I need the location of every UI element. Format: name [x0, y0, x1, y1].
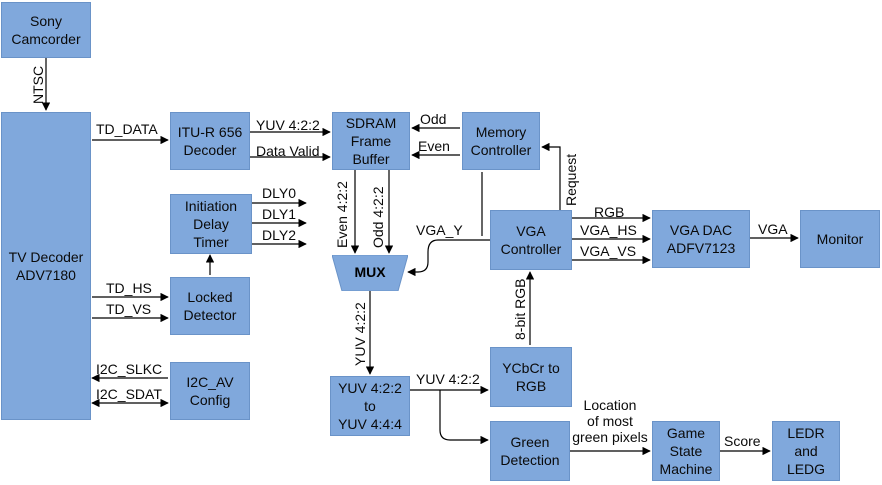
vga-controller-block: VGA Controller [490, 210, 572, 270]
td-data-label: TD_DATA [96, 121, 158, 137]
sony-camcorder-block: Sony Camcorder [1, 2, 91, 58]
mux-block [332, 255, 408, 291]
yuv422-top-label: YUV 4:2:2 [256, 117, 320, 133]
wire-request [541, 142, 561, 210]
ntsc-label: NTSC [30, 65, 46, 104]
yuv422-vertical-label: YUV 4:2:2 [352, 302, 368, 366]
request-label: Request [563, 153, 579, 206]
yuv-converter-block: YUV 4:2:2 to YUV 4:4:4 [330, 376, 410, 436]
vga-label: VGA [758, 221, 788, 237]
itu-decoder-block: ITU-R 656 Decoder [170, 112, 250, 170]
8bit-rgb-label: 8-bit RGB [512, 278, 528, 340]
locked-detector-block: Locked Detector [170, 277, 250, 335]
dly1-label: DLY1 [262, 206, 296, 222]
ledr-ledg-block: LEDR and LEDG [772, 421, 840, 481]
even-label: Even [418, 138, 450, 154]
tv-decoder-block: TV Decoder ADV7180 [1, 112, 91, 420]
vga-vs-label: VGA_VS [580, 243, 637, 259]
even422-label: Even 4:2:2 [334, 181, 350, 248]
monitor-block: Monitor [800, 210, 880, 268]
td-vs-label: TD_VS [106, 301, 152, 317]
green-detection-block: Green Detection [490, 421, 570, 481]
vga-dac-block: VGA DAC ADFV7123 [652, 210, 750, 268]
memory-controller-block: Memory Controller [462, 112, 540, 170]
game-state-machine-block: Game State Machine [652, 421, 720, 481]
location-label: Location of most green pixels [572, 397, 648, 445]
odd422-label: Odd 4:2:2 [370, 186, 386, 249]
initiation-delay-timer-block: Initiation Delay Timer [170, 194, 252, 254]
td-hs-label: TD_HS [106, 280, 152, 296]
odd-label: Odd [420, 111, 447, 127]
data-valid-label: Data Valid [256, 143, 320, 159]
mux-label: MUX [354, 264, 386, 280]
ycbcr-to-rgb-block: YCbCr to RGB [490, 347, 572, 407]
i2c-sdat-label: I2C_SDAT [96, 386, 162, 402]
dly2-label: DLY2 [262, 227, 296, 243]
i2c-slkc-label: I2C_SLKC [96, 361, 163, 377]
score-label: Score [724, 433, 761, 449]
wire-vga-y [407, 239, 490, 277]
vga-hs-label: VGA_HS [580, 222, 637, 238]
i2c-av-config-block: I2C_AV Config [170, 362, 250, 420]
wire-yuvconv-green [439, 390, 489, 445]
vga-y-label: VGA_Y [416, 222, 463, 238]
sdram-frame-buffer-block: SDRAM Frame Buffer [332, 112, 410, 170]
yuv422-mid-label: YUV 4:2:2 [416, 371, 480, 387]
rgb-label: RGB [594, 204, 625, 220]
dly0-label: DLY0 [262, 185, 296, 201]
